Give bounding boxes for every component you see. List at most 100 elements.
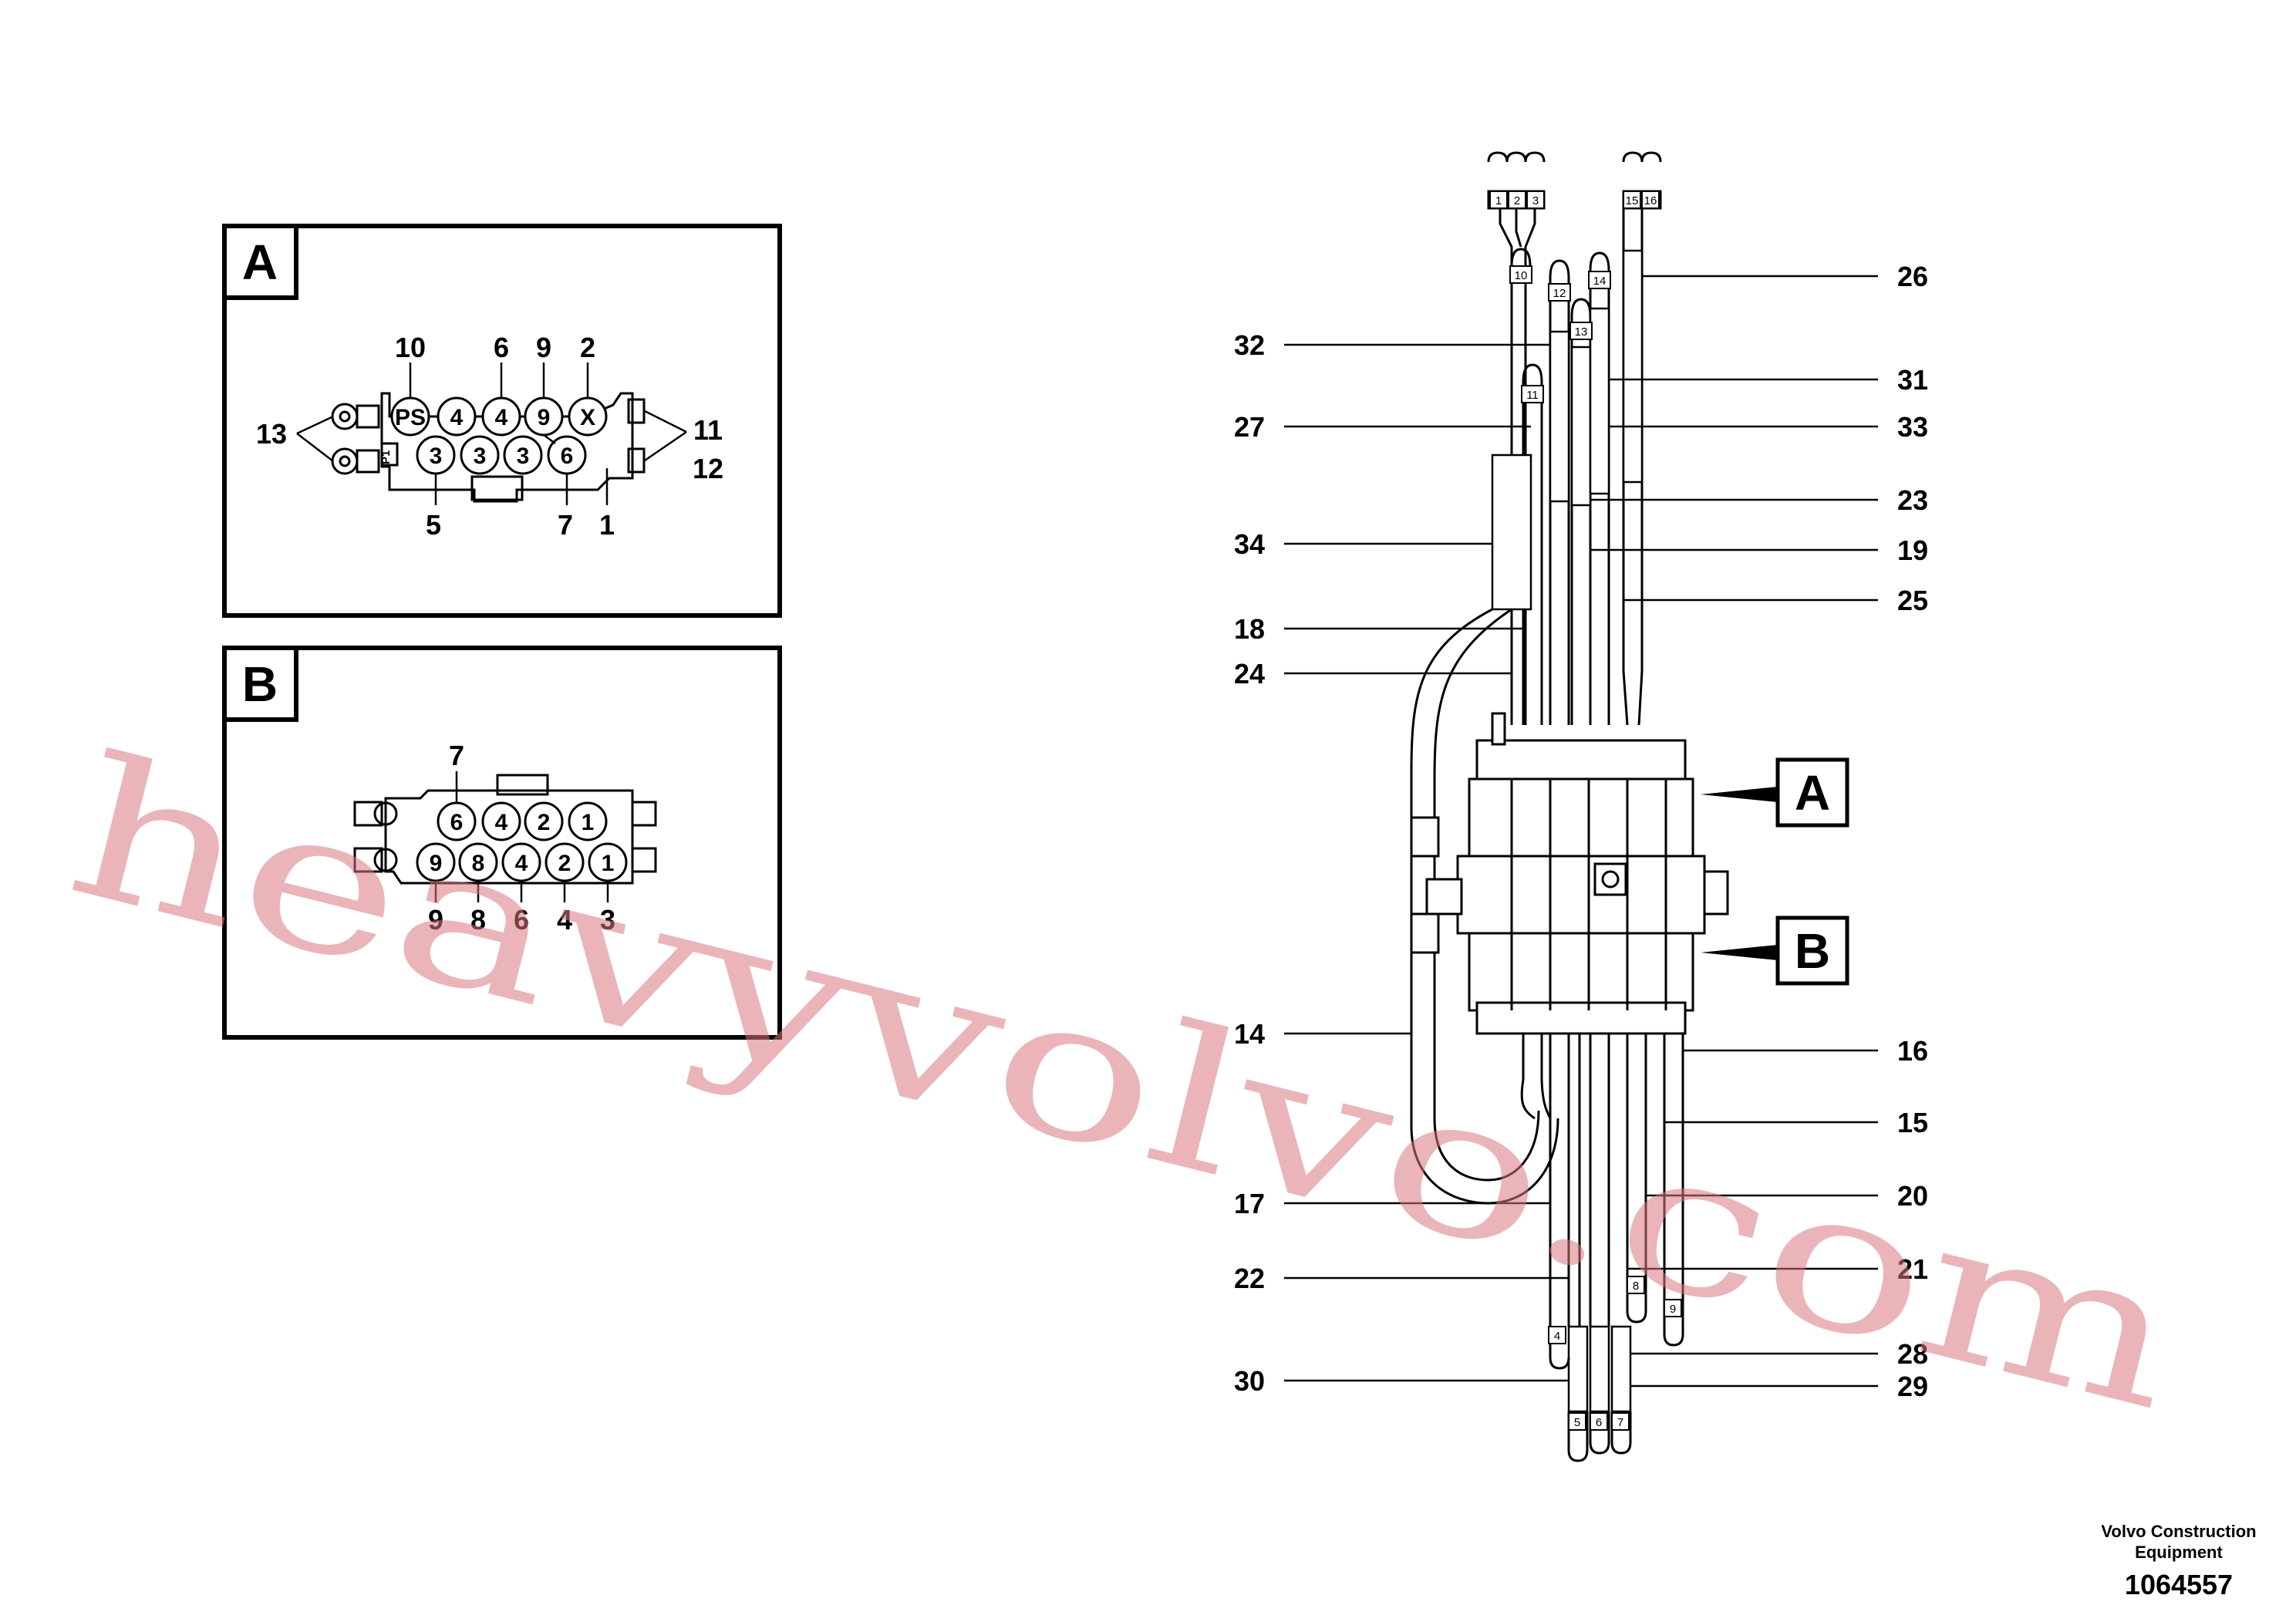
lower-sleeves <box>1567 1325 1632 1413</box>
port-label: 2 <box>538 810 551 835</box>
port-label: 6 <box>561 443 574 469</box>
detail-b-bottom-ports: 9 8 4 2 1 <box>416 842 628 882</box>
hose-tag-15: 15 <box>1626 194 1639 207</box>
hose-tag-9: 9 <box>1670 1303 1676 1316</box>
detail-a-leaders <box>296 363 687 505</box>
hose-tag-1: 1 <box>1495 194 1502 207</box>
detail-a-top-ports: PS 4 4 9 X <box>390 396 608 437</box>
callout-7: 7 <box>449 740 464 771</box>
callout-25: 25 <box>1897 585 1928 616</box>
section-markers: A B <box>1701 757 1849 986</box>
callout-17: 17 <box>1234 1188 1265 1219</box>
detail-a-letter: A <box>242 234 278 290</box>
callout-29: 29 <box>1897 1371 1928 1402</box>
hose-tag-3: 3 <box>1532 194 1539 207</box>
callout-10: 10 <box>395 332 426 363</box>
footer-block: Volvo Construction Equipment 1064557 <box>2101 1522 2256 1600</box>
callout-4: 4 <box>557 904 572 936</box>
callout-13: 13 <box>256 418 287 450</box>
callout-23: 23 <box>1897 484 1928 516</box>
detail-b-letter: B <box>242 656 278 712</box>
callout-34: 34 <box>1234 528 1265 560</box>
detail-b-connector <box>353 774 657 885</box>
port-label: 9 <box>538 405 551 430</box>
callout-18: 18 <box>1234 613 1265 645</box>
port-label: 4 <box>450 405 464 430</box>
callout-16: 16 <box>1897 1035 1928 1067</box>
valve-block <box>1425 712 1729 1035</box>
hose-tag-11: 11 <box>1526 389 1539 402</box>
callout-30: 30 <box>1234 1365 1265 1397</box>
callout-2: 2 <box>580 332 595 363</box>
callout-5: 5 <box>426 509 441 541</box>
callout-32: 32 <box>1234 329 1265 361</box>
callout-26: 26 <box>1897 261 1928 292</box>
watermark: heavyvolvo.com <box>51 713 2200 1454</box>
port-label: 4 <box>515 851 528 876</box>
marker-b: B <box>1795 923 1830 979</box>
detail-a-panel: A PS 4 4 9 X <box>222 224 782 618</box>
hose-tag-2: 2 <box>1514 194 1520 207</box>
detail-b-panel: B 6 4 2 1 9 8 4 <box>222 646 782 1040</box>
company-line-2: Equipment <box>2135 1543 2223 1562</box>
callout-22: 22 <box>1234 1263 1265 1294</box>
detail-b-top-ports: 6 4 2 1 <box>437 801 608 841</box>
port-label: 4 <box>495 810 508 835</box>
callout-9: 9 <box>428 904 443 936</box>
callout-8: 8 <box>470 904 486 936</box>
callout-1: 1 <box>599 509 615 541</box>
callout-7: 7 <box>558 509 573 541</box>
callout-9: 9 <box>536 332 551 363</box>
callout-24: 24 <box>1234 658 1265 690</box>
port-label: 1 <box>582 810 595 835</box>
hose-tag-7: 7 <box>1617 1416 1623 1429</box>
callout-11: 11 <box>693 414 723 446</box>
port-label: 9 <box>430 851 443 876</box>
port-label: X <box>580 405 595 430</box>
callout-31: 31 <box>1897 364 1928 396</box>
port-label: 4 <box>495 405 508 430</box>
port-label: PS <box>395 405 426 430</box>
port-label: 8 <box>472 851 485 876</box>
hose-tag-14: 14 <box>1593 275 1607 288</box>
callout-14: 14 <box>1234 1018 1265 1050</box>
port-label: 3 <box>517 443 530 469</box>
callout-21: 21 <box>1897 1253 1928 1285</box>
side-fitting <box>1410 816 1440 954</box>
bottom-hose-ends <box>1549 1273 1684 1462</box>
p1-mark: P1 <box>379 450 393 464</box>
hose-tags: 1 2 3 15 16 10 12 13 14 11 4 5 6 7 8 9 <box>1489 191 1682 1431</box>
detail-b-callouts: 7 9 8 6 4 3 <box>428 740 615 936</box>
hose-tag-5: 5 <box>1574 1416 1580 1429</box>
callout-33: 33 <box>1897 411 1928 443</box>
callout-19: 19 <box>1897 534 1928 566</box>
upper-sleeves <box>1491 249 1644 611</box>
callout-27: 27 <box>1234 411 1265 443</box>
company-line-1: Volvo Construction <box>2101 1522 2256 1541</box>
detail-a-callouts: 10 6 9 2 13 11 12 5 7 1 <box>256 332 723 541</box>
callout-6: 6 <box>514 904 529 936</box>
port-label: 3 <box>430 443 443 469</box>
right-callouts: 26 31 33 23 19 25 16 15 20 21 28 29 <box>1590 261 1928 1402</box>
hose-tag-13: 13 <box>1575 325 1588 339</box>
drawing-number: 1064557 <box>2125 1569 2233 1600</box>
hose-tag-6: 6 <box>1596 1416 1602 1429</box>
port-label: 2 <box>558 851 571 876</box>
detail-b-leaders <box>434 771 609 902</box>
port-label: 3 <box>474 443 487 469</box>
callout-15: 15 <box>1897 1107 1928 1138</box>
hose-tag-10: 10 <box>1515 269 1528 282</box>
return-hose-loop <box>1410 608 1559 1205</box>
hose-tag-12: 12 <box>1553 287 1566 300</box>
marker-a: A <box>1795 765 1830 821</box>
hose-tag-4: 4 <box>1554 1330 1560 1343</box>
left-callouts: 32 27 34 18 24 14 17 22 30 <box>1234 329 1569 1397</box>
callout-12: 12 <box>693 453 723 484</box>
lower-hoses <box>1520 1034 1684 1327</box>
hose-tag-16: 16 <box>1644 194 1657 207</box>
port-label: 6 <box>450 810 464 835</box>
port-label: 1 <box>602 851 615 876</box>
hose-tag-8: 8 <box>1633 1280 1639 1293</box>
callout-20: 20 <box>1897 1180 1928 1212</box>
